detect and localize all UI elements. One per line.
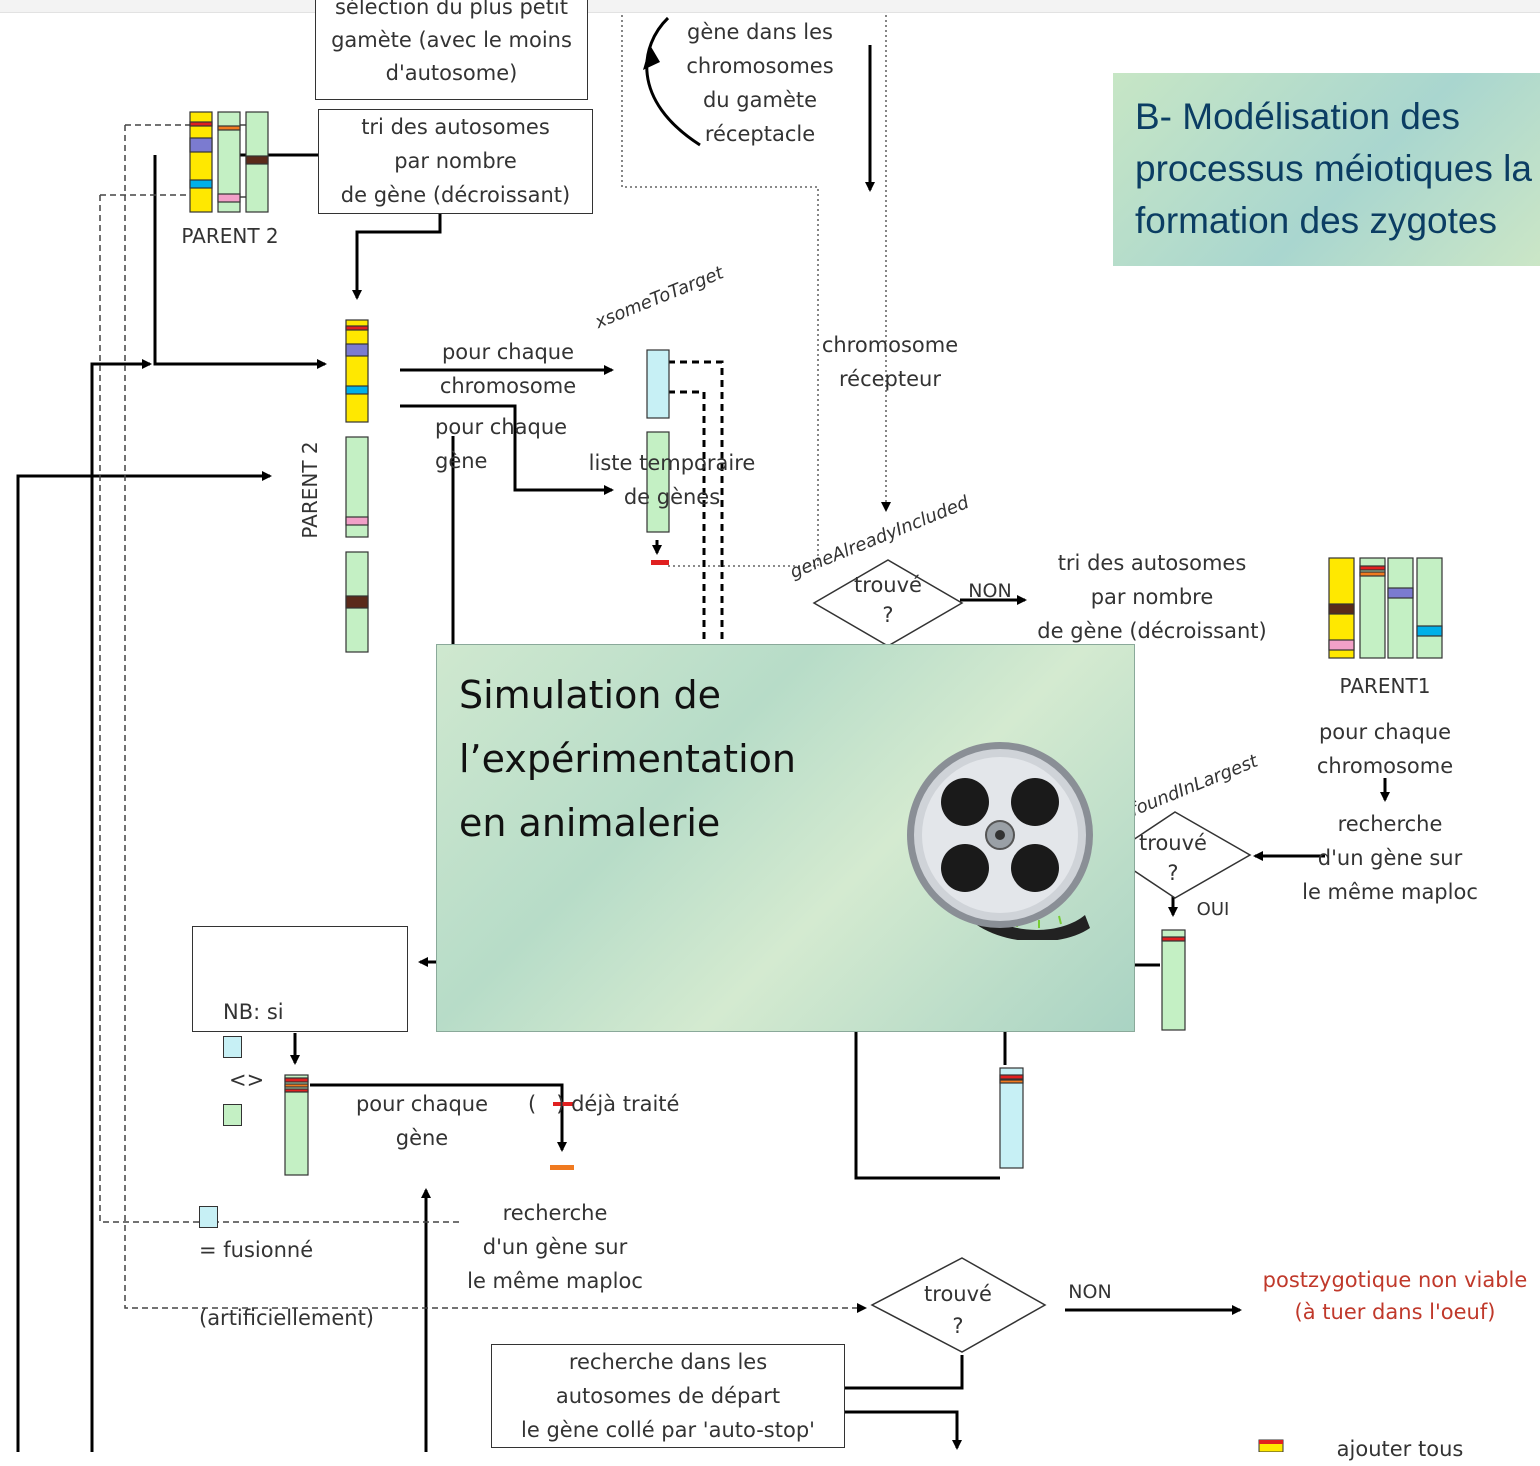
parent2-top-label: PARENT 2 bbox=[181, 224, 279, 248]
gene-in-chrom-label: gène dans les chromosomes du gamète réce… bbox=[686, 20, 834, 146]
connector-p2-to-list bbox=[153, 155, 327, 369]
right-chrom-cyan bbox=[999, 1067, 1024, 1169]
simulation-overlay[interactable]: Simulation de l’expérimentation en anima… bbox=[436, 644, 1135, 1032]
connector-for-each-gene bbox=[400, 404, 614, 495]
connector-loop-left2 bbox=[90, 359, 152, 1452]
connector-search-start-down bbox=[845, 1410, 962, 1450]
dashed-left-inner bbox=[99, 195, 460, 1223]
for-each-gene-label: pour chaque gène bbox=[435, 415, 568, 473]
dashed-xsome-a bbox=[668, 360, 724, 644]
already-treated-label: ( ) déjà traité bbox=[528, 1092, 680, 1116]
film-reel-icon bbox=[907, 742, 1093, 940]
for-each-chrom-label-2: pour chaque chromosome bbox=[1316, 720, 1454, 778]
nb-green-swatch-icon bbox=[223, 1104, 242, 1126]
non-label-1: NON bbox=[968, 580, 1012, 602]
found-label-1: trouvé ? bbox=[854, 573, 922, 627]
connector-loop-left bbox=[16, 471, 272, 1452]
red-gene-marker bbox=[553, 1102, 573, 1106]
nb-cyan-swatch-icon bbox=[223, 1036, 242, 1058]
postzygotic-label: postzygotique non viable (à tuer dans l'… bbox=[1262, 1268, 1528, 1324]
found-label-3: trouvé ? bbox=[924, 1282, 992, 1338]
nb-note-box: NB: si <> = fusionné (artificiellement) bbox=[192, 926, 408, 1330]
nb-cyan-swatch-icon-2 bbox=[199, 1206, 218, 1228]
title-text: B- Modélisation des processus méiotiques… bbox=[1135, 96, 1532, 241]
nb-note-line2: = fusionné bbox=[199, 1238, 314, 1262]
orange-gene-marker bbox=[550, 1165, 574, 1170]
found-label-2: trouvé ? bbox=[1139, 831, 1207, 885]
temp-chrom-cyan bbox=[646, 349, 670, 419]
receptor-label: chromosome récepteur bbox=[821, 333, 959, 391]
p2-chrom-1 bbox=[345, 319, 369, 423]
sort-autosomes-mid-label: tri des autosomes par nombre de gène (dé… bbox=[1037, 551, 1267, 643]
curved-arrow-left bbox=[645, 16, 701, 147]
sort-autosomes-box-top: tri des autosomes par nombre de gène (dé… bbox=[318, 109, 593, 214]
parent1-label: PARENT1 bbox=[1339, 674, 1431, 698]
nb-note-op: <> bbox=[229, 1068, 265, 1092]
search-gene-label: recherche d'un gène sur le même maploc bbox=[1302, 812, 1478, 904]
add-all-label: ajouter tous bbox=[1336, 1437, 1464, 1461]
dashed-xsome-b bbox=[668, 390, 706, 644]
connector-found3-down bbox=[845, 1355, 964, 1390]
p1-chrom-3 bbox=[1387, 557, 1414, 659]
decision-diamond-3 bbox=[870, 1257, 1047, 1353]
p2-chrom-2 bbox=[345, 436, 369, 538]
for-each-chrom-label: pour chaque chromosome bbox=[439, 340, 577, 398]
bottom-chrom bbox=[284, 1074, 309, 1176]
curved-arrow-left-head bbox=[643, 45, 660, 70]
nb-note-line3: (artificiellement) bbox=[199, 1306, 374, 1330]
connector-sort-to-p2 bbox=[352, 212, 442, 300]
title-panel: B- Modélisation des processus méiotiques… bbox=[1113, 73, 1540, 266]
decision-diamond-2 bbox=[1132, 811, 1252, 899]
search-start-box: recherche dans les autosomes de départ l… bbox=[491, 1344, 845, 1448]
overlay-title: Simulation de l’expérimentation en anima… bbox=[459, 673, 796, 845]
connector-gene-iter bbox=[310, 1083, 567, 1152]
for-each-gene-label-2: pour chaque gène bbox=[355, 1092, 489, 1150]
p2-top-chrom-b bbox=[217, 111, 241, 213]
parent2-side-label: PARENT 2 bbox=[298, 441, 322, 539]
select-gamete-box: sélection du plus petit gamète (avec le … bbox=[315, 0, 588, 100]
temp-list-label: liste temporaire de gènes bbox=[588, 451, 756, 509]
oui-label: OUI bbox=[1196, 899, 1230, 920]
connector-loop-bottom bbox=[854, 1030, 1000, 1180]
nb-note-line1: NB: si bbox=[223, 1000, 284, 1024]
p2-top-chrom-a bbox=[189, 111, 213, 213]
temp-chrom-green bbox=[646, 431, 670, 533]
dashed-left-outer bbox=[124, 125, 867, 1313]
search-gene-label-2: recherche d'un gène sur le même maploc bbox=[467, 1201, 643, 1293]
non-label-3: NON bbox=[1068, 1281, 1112, 1303]
p1-chrom-4 bbox=[1416, 557, 1443, 659]
right-chrom-green bbox=[1161, 929, 1186, 1031]
dotted-receptor bbox=[621, 15, 819, 567]
